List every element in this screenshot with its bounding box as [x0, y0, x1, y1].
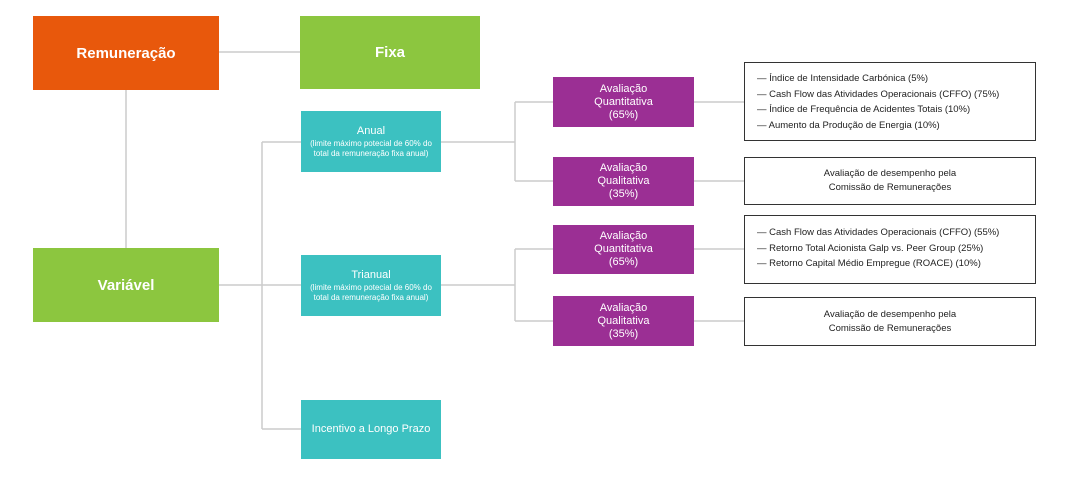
criteria-item: — Cash Flow das Atividades Operacionais … — [757, 227, 1000, 238]
criteria-item: — Cash Flow das Atividades Operacionais … — [757, 88, 1000, 100]
fixa-box: Fixa — [300, 16, 480, 89]
anual-box: Anual (limite máximo potecial de 60% do … — [301, 111, 441, 172]
trianual-title: Trianual — [351, 268, 391, 281]
trianual-qualitativa-box: Avaliação Qualitativa (35%) — [553, 296, 694, 346]
anual-qual-line3: (35%) — [608, 188, 639, 200]
anual-qual-line2: Qualitativa — [597, 175, 650, 187]
remuneracao-label: Remuneração — [76, 44, 176, 62]
anual-subtitle: (limite máximo potecial de 60% do total … — [310, 138, 432, 158]
trianual-quant-criteria-list: — Cash Flow das Atividades Operacionais … — [757, 225, 1035, 272]
trianual-quant-line3: (65%) — [608, 256, 639, 268]
anual-quant-line3: (65%) — [608, 108, 639, 121]
incentivo-box: Incentivo a Longo Prazo — [301, 400, 441, 459]
anual-quantitativa-criteria: — Índice de Intensidade Carbónica (5%) — … — [744, 62, 1036, 141]
anual-qual-line1: Avaliação — [599, 162, 648, 174]
anual-quant-criteria-list: — Índice de Intensidade Carbónica (5%) — … — [757, 71, 1035, 133]
anual-qual-criteria-text: Avaliação de desempenho pela Comissão de… — [823, 168, 957, 193]
trianual-quant-line1: Avaliação — [599, 230, 648, 242]
anual-quant-line2: Quantitativa — [594, 95, 653, 108]
anual-title: Anual — [356, 124, 386, 137]
variavel-box: Variável — [33, 248, 219, 322]
trianual-qualitativa-criteria: Avaliação de desempenho pela Comissão de… — [744, 297, 1036, 346]
trianual-quantitativa-criteria: — Cash Flow das Atividades Operacionais … — [744, 215, 1036, 284]
remuneracao-box: Remuneração — [33, 16, 219, 90]
trianual-subtitle: (limite máximo potecial de 60% do total … — [310, 282, 432, 302]
criteria-item: — Índice de Intensidade Carbónica (5%) — [757, 73, 929, 84]
trianual-quant-line2: Quantitativa — [594, 243, 653, 255]
variavel-label: Variável — [97, 276, 155, 294]
incentivo-label: Incentivo a Longo Prazo — [311, 423, 431, 435]
trianual-qual-line2: Qualitativa — [597, 314, 650, 327]
anual-qualitativa-criteria: Avaliação de desempenho pela Comissão de… — [744, 157, 1036, 205]
trianual-box: Trianual (limite máximo potecial de 60% … — [301, 255, 441, 316]
anual-quant-line1: Avaliação — [599, 82, 648, 95]
criteria-item: — Retorno Capital Médio Empregue (ROACE)… — [757, 258, 981, 269]
fixa-label: Fixa — [374, 44, 405, 61]
anual-qualitativa-box: Avaliação Qualitativa (35%) — [553, 157, 694, 206]
trianual-qual-criteria-text: Avaliação de desempenho pela Comissão de… — [823, 308, 957, 334]
criteria-item: — Retorno Total Acionista Galp vs. Peer … — [757, 242, 984, 254]
trianual-quantitativa-box: Avaliação Quantitativa (65%) — [553, 225, 694, 274]
anual-quantitativa-box: Avaliação Quantitativa (65%) — [553, 77, 694, 127]
criteria-item: — Aumento da Produção de Energia (10%) — [757, 119, 940, 131]
trianual-qual-line3: (35%) — [608, 327, 639, 340]
criteria-item: — Índice de Frequência de Acidentes Tota… — [757, 104, 971, 115]
trianual-qual-line1: Avaliação — [599, 301, 648, 314]
